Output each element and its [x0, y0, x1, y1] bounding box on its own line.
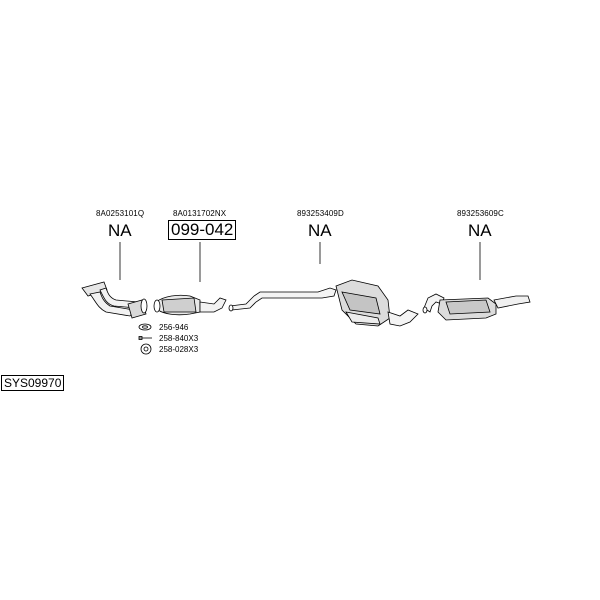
- middle-silencer-icon: [228, 279, 419, 327]
- oe-number-middle-silencer: 893253409D: [297, 209, 344, 218]
- system-code: SYS09970: [1, 375, 65, 391]
- bolt-icon: [138, 336, 152, 340]
- accessory-bolt-code: 258-840X3: [159, 334, 199, 343]
- catalytic-converter-icon: [153, 294, 227, 316]
- oe-number-rear-silencer: 893253609C: [457, 209, 504, 218]
- part-code-catalytic-converter[interactable]: 099-042: [168, 220, 237, 240]
- part-code-front-pipe: NA: [108, 221, 132, 240]
- oe-number-catalytic-converter: 8A0131702NX: [173, 209, 227, 218]
- part-code-middle-silencer: NA: [308, 221, 332, 240]
- accessory-nut-code: 258-028X3: [159, 345, 199, 354]
- nut-icon: [140, 343, 152, 355]
- oe-number-front-pipe: 8A0253101Q: [96, 209, 145, 218]
- accessory-gasket-code: 256-946: [159, 323, 189, 332]
- gasket-icon: [138, 323, 152, 331]
- part-code-rear-silencer: NA: [468, 221, 492, 240]
- rear-silencer-icon: [422, 293, 531, 321]
- front-pipe-icon: [81, 281, 148, 319]
